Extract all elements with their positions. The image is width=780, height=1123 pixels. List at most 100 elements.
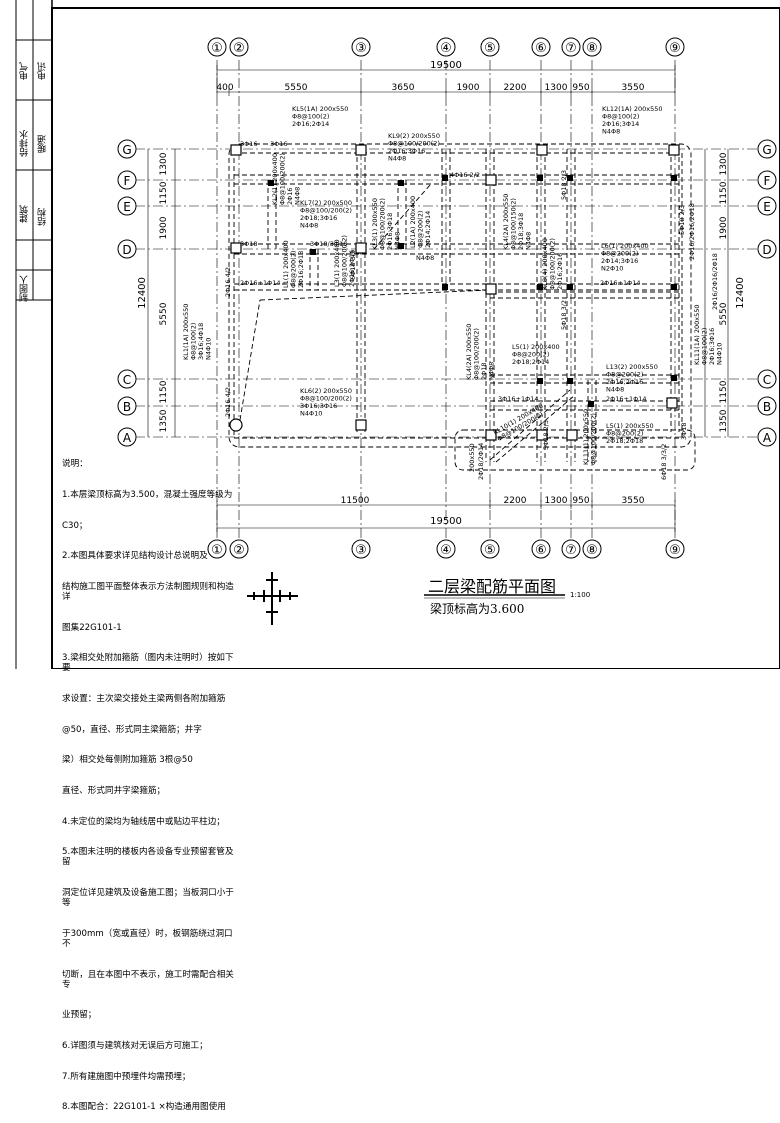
beam-label-line: 2Φ14;2Φ14	[424, 211, 432, 248]
beam-label-line: 3Φ16;3Φ16	[300, 402, 337, 410]
dim-bottom-seg-2: 1300	[545, 496, 568, 506]
note-line: 业预留；	[62, 1010, 97, 1021]
dim-top-total: 19500	[430, 60, 462, 71]
axis-col-7-top: ⑦	[565, 41, 577, 56]
beam-label-line: N4Φ8	[294, 187, 302, 205]
note-line: 于300mm（宽或直径）时，板钢筋绕过洞口不	[62, 928, 233, 949]
dim-top-seg-2: 3650	[392, 83, 415, 93]
axis-bubbles-left: G F E D C B A	[117, 139, 137, 447]
axis-bubbles-bottom: ① ② ③ ④ ⑤ ⑥ ⑦ ⑧ ⑨	[207, 539, 685, 559]
rebar-vert5: 5Φ18 2/3	[678, 205, 686, 235]
dim-left-seg-5: 1350	[159, 409, 169, 432]
beam-label-line: KL3(1) 200x550	[371, 198, 379, 250]
axis-row-g-right: G	[762, 143, 771, 157]
beam-label-line: N4Φ8	[525, 232, 533, 250]
beam-label-line: KL4(2A) 200x550	[502, 194, 510, 250]
beam-label-kl8: KL8(4) 200x400Φ8@100/200(2)2Φ16;2Φ16	[541, 238, 564, 290]
rebar-c-left: 2Φ16+1Φ14	[240, 279, 281, 287]
beam-label-line: Φ8@100(2)	[701, 328, 709, 365]
axis-col-8-bottom: ⑧	[586, 543, 598, 558]
dim-left-seg-4: 1150	[159, 380, 169, 403]
dim-top-seg-4: 2200	[504, 83, 527, 93]
beam-label-line: L2(1A) 200x400	[409, 196, 417, 248]
beam-label-kl1: KL1(1A) 200x550Φ8@100(2)3Φ16;4Φ18N4Φ10	[182, 304, 213, 360]
axis-bubbles-right: G F E D C B A	[757, 139, 777, 447]
beam-label-kl3: KL3(1) 200x550Φ8@100/200(2)2Φ16;3Φ18N4Φ8	[371, 198, 402, 250]
beam-label-line: KL2(1) 200x400	[271, 153, 279, 205]
beam-label-line: N4Φ8	[488, 362, 496, 380]
beam-label-line: Φ8@100(2)	[292, 113, 329, 121]
drawing-subtitle: 梁顶标高为3.600	[430, 602, 525, 616]
cross-symbol	[247, 572, 298, 625]
axis-col-6-top: ⑥	[535, 41, 547, 56]
beam-label-line: 3Φ16;4Φ18	[197, 323, 205, 360]
dim-bottom-total: 19500	[430, 516, 462, 527]
beam-label-kl11b: KL11(1) 200x550Φ8@100/200(2)	[582, 409, 598, 465]
beam-annotations-vertical: KL1(1A) 200x550Φ8@100(2)3Φ16;4Φ18N4Φ10 K…	[182, 153, 724, 465]
note-line: 直径、形式同井字梁箍筋；	[62, 785, 166, 796]
note-line: 8.本图配合：22G101-1 ×构造通用图使用	[62, 1102, 226, 1113]
beam-label-line: Φ8@100(2)	[190, 323, 198, 360]
beam-label-line: 2Φ16;2Φ18	[297, 251, 305, 288]
axis-col-2-top: ②	[233, 41, 245, 56]
beam-label-kl4: KL4(2A) 200x550Φ8@100/200(2)2Φ18N4Φ8	[465, 324, 496, 380]
top-dimension-lines	[216, 65, 676, 96]
axis-col-9-top: ⑨	[669, 41, 681, 56]
axis-row-b-right: B	[763, 400, 771, 414]
axis-col-4-top: ④	[440, 41, 452, 56]
axis-row-a-right: A	[763, 431, 772, 445]
beam-label-line: N4Φ8	[602, 128, 620, 136]
dim-bottom-seg-4: 3550	[622, 496, 645, 506]
beam-label-line: 2Φ18;3Φ16	[300, 214, 337, 222]
beam-label-line: Φ8@100/200(2)	[549, 238, 557, 290]
axis-bubbles-top: ① ② ③ ④ ⑤ ⑥ ⑦ ⑧ ⑨	[207, 37, 685, 57]
beam-label-line: N4Φ8	[300, 222, 318, 230]
beam-label-line: N4Φ10	[716, 343, 724, 365]
left-dimension-lines	[147, 149, 176, 437]
rebar-b-right: 2Φ16+1Φ14	[606, 395, 647, 403]
axis-col-1-bottom: ①	[211, 543, 223, 558]
rebar-d-left: 3Φ18	[240, 240, 258, 248]
rebar-c-right: 2Φ16+1Φ14	[600, 279, 641, 287]
note-line: 3.梁相交处附加箍筋（图内未注明时）按如下要	[62, 653, 234, 674]
rebar-vert7: 2Φ16/2Φ16/2Φ18	[711, 253, 719, 310]
axis-col-5-top: ⑤	[484, 41, 496, 56]
rebar-vert2: 2Φ16 4/2	[224, 387, 232, 417]
note-line: 5.本图未注明的楼板内各设备专业预留套管及留	[62, 847, 234, 868]
dim-left-seg-3: 5550	[159, 302, 169, 325]
rebar-d-mid: 3Φ18/3Φ16	[310, 240, 347, 248]
beam-label-line: L5(1) 200x550	[606, 422, 654, 430]
rebar-vert1: 2Φ16 4/2	[224, 267, 232, 297]
rebar-d-mid2: N4Φ8	[416, 254, 434, 262]
axis-col-2-bottom: ②	[233, 543, 245, 558]
axis-row-f-left: F	[124, 174, 131, 188]
beam-label-kl4b: KL4(2A) 200x550Φ8@100/150(2)2Φ18;3Φ18N4Φ…	[502, 194, 533, 250]
rebar-bot1: 200x550	[468, 443, 476, 472]
beam-label-line: Φ8@200(2)	[417, 211, 425, 248]
beam-label-line: L1(1) 200x400	[282, 240, 290, 288]
rebar-vert4: 5Φ18 3/2	[560, 300, 568, 330]
beam-label-line: Φ8@100/200(2)	[300, 395, 352, 403]
columns	[229, 144, 680, 441]
beam-label-line: 2Φ16;3Φ14	[602, 120, 639, 128]
axis-row-d-left: D	[122, 243, 131, 257]
note-line: 6.详图须与建筑核对无误后方可施工；	[62, 1040, 208, 1051]
beam-label-line: L6(1) 200x400	[601, 242, 649, 250]
rebar-vert6: 5Φ18 2/3	[560, 170, 568, 200]
axis-row-a-left: A	[123, 431, 132, 445]
right-dimension-lines	[704, 149, 729, 437]
note-line: 7.所有建施图中预埋件均需预埋；	[62, 1071, 191, 1082]
rebar-f-mid: 4Φ16 2/2	[450, 171, 480, 179]
beam-label-line: N4Φ10	[205, 338, 213, 360]
axis-row-g-left: G	[122, 143, 131, 157]
dim-bottom-seg-0: 11500	[341, 496, 370, 506]
axis-col-8-top: ⑧	[586, 41, 598, 56]
dim-top-seg-3: 1900	[457, 83, 480, 93]
beam-label-line: KL12(1A) 200x550	[602, 105, 663, 113]
